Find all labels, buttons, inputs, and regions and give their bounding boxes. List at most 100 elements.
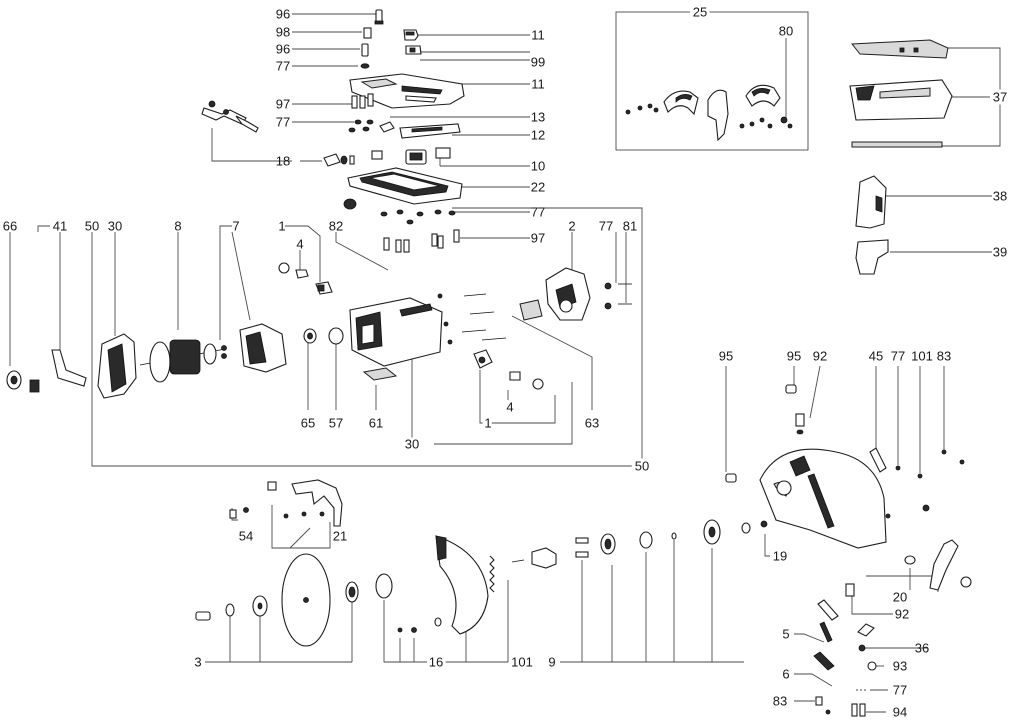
label-77b: 77 — [276, 115, 290, 130]
part-77-washer-top — [360, 63, 370, 69]
part-18-plug — [323, 153, 355, 167]
part-95-screws — [725, 384, 797, 483]
label-77d: 77 — [599, 219, 613, 234]
part-8-rotor — [139, 339, 226, 383]
label-81: 81 — [623, 219, 637, 234]
part-97-bottom-screws — [383, 229, 460, 253]
part-9-spindle-set — [511, 519, 721, 569]
label-101b: 101 — [511, 655, 533, 670]
label-41: 41 — [53, 219, 67, 234]
label-101a: 101 — [911, 349, 933, 364]
label-83a: 83 — [937, 349, 951, 364]
label-63: 63 — [585, 416, 599, 431]
label-16: 16 — [429, 655, 443, 670]
callout-labels: 96 98 96 77 11 99 11 97 77 13 12 18 10 2… — [3, 2, 1010, 720]
label-38: 38 — [993, 189, 1007, 204]
label-94: 94 — [893, 705, 907, 720]
part-6-slide — [813, 651, 835, 671]
part-77-101-83-small — [885, 449, 965, 519]
part-45-lever — [869, 447, 887, 473]
label-20: 20 — [893, 590, 907, 605]
label-92a: 92 — [813, 349, 827, 364]
leader-lines — [9, 11, 1001, 713]
label-54: 54 — [239, 529, 253, 544]
label-77a: 77 — [276, 59, 290, 74]
label-13: 13 — [531, 110, 545, 125]
label-39: 39 — [993, 245, 1007, 260]
part-38-chute — [855, 175, 887, 229]
part-13-clamp — [379, 121, 395, 133]
label-45: 45 — [869, 349, 883, 364]
part-39-adapter — [855, 239, 889, 275]
label-8: 8 — [174, 219, 181, 234]
part-54-screws — [229, 507, 249, 519]
label-1a: 1 — [278, 219, 285, 234]
label-30a: 30 — [108, 219, 122, 234]
label-19: 19 — [773, 549, 787, 564]
part-37-lid — [851, 39, 949, 59]
label-11a: 11 — [531, 28, 545, 43]
label-93: 93 — [893, 659, 907, 674]
part-77-washers — [348, 119, 374, 133]
label-82: 82 — [329, 219, 343, 234]
part-7-stator — [221, 323, 287, 373]
label-21: 21 — [333, 529, 347, 544]
part-37-strip — [851, 141, 943, 148]
label-6: 6 — [782, 667, 789, 682]
label-3: 3 — [194, 655, 201, 670]
part-1-switch-lower — [473, 349, 493, 369]
part-30-housing-ring — [97, 333, 137, 399]
label-4b: 4 — [506, 400, 513, 415]
part-3-bolt-and-flanges — [195, 581, 359, 621]
label-25: 25 — [693, 5, 707, 20]
part-16-lower-guard — [375, 535, 489, 635]
label-7: 7 — [232, 219, 239, 234]
part-82-screws — [437, 293, 507, 345]
part-12-rail — [399, 123, 461, 139]
label-36: 36 — [915, 641, 929, 656]
part-57-ring — [328, 327, 344, 345]
part-22-base-frame — [343, 167, 463, 210]
label-11b: 11 — [531, 77, 545, 92]
part-92-5-36-lever-set — [817, 583, 877, 671]
label-98: 98 — [276, 25, 290, 40]
label-97a: 97 — [276, 97, 290, 112]
part-66-bearing — [6, 370, 22, 390]
label-9: 9 — [548, 655, 555, 670]
label-37: 37 — [993, 90, 1007, 105]
part-21-handle-guard — [267, 479, 343, 527]
label-92b: 92 — [895, 607, 909, 622]
part-97-screws — [351, 93, 374, 109]
part-18-cable-assembly — [201, 100, 259, 133]
label-4a: 4 — [296, 237, 303, 252]
label-80: 80 — [779, 24, 793, 39]
part-101-spring — [489, 555, 495, 593]
label-61: 61 — [369, 416, 383, 431]
label-97b: 97 — [531, 231, 545, 246]
part-4-clip — [509, 371, 544, 390]
label-2: 2 — [568, 219, 575, 234]
label-95a: 95 — [719, 349, 733, 364]
label-77f: 77 — [893, 683, 907, 698]
part-77-81-screws — [604, 282, 632, 310]
label-1b: 1 — [484, 416, 491, 431]
part-96-screw — [374, 9, 384, 25]
label-22: 22 — [531, 180, 545, 195]
part-4-brush — [278, 262, 309, 279]
part-96b-screw — [361, 43, 369, 57]
part-19-washer — [741, 520, 768, 534]
label-30b: 30 — [405, 437, 419, 452]
part-upper-blade-guard — [759, 448, 887, 549]
part-77-nuts — [380, 209, 456, 225]
part-92-spacer — [795, 413, 805, 435]
part-77-83-94-small — [815, 689, 868, 717]
part-63-block — [519, 299, 543, 321]
label-95b: 95 — [787, 349, 801, 364]
part-25-guard-kit — [625, 84, 793, 142]
part-blade — [281, 553, 331, 647]
part-37-box — [849, 79, 953, 121]
part-10-switch — [371, 147, 451, 165]
part-2-end-cap — [545, 267, 591, 321]
part-1-switch-upper — [315, 281, 333, 295]
